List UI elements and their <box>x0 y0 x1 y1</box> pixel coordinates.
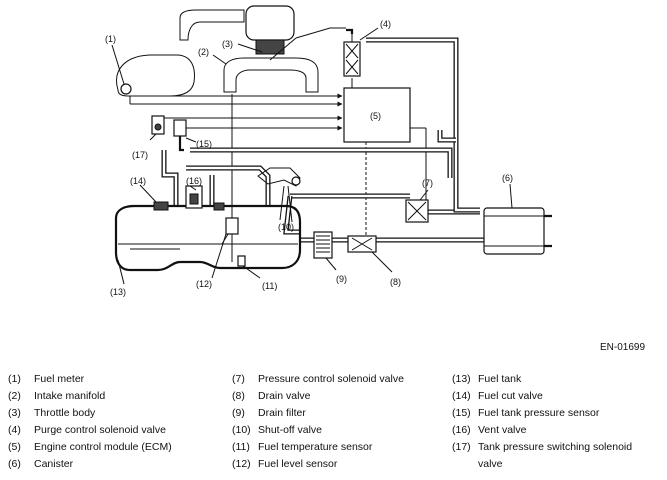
legend-number: (15) <box>452 407 471 419</box>
figure-code: EN-01699 <box>600 342 646 353</box>
legend-number: (8) <box>232 390 245 402</box>
legend-text: Fuel temperature sensor <box>258 441 373 453</box>
legend-text: Pressure control solenoid valve <box>258 373 404 385</box>
callout-6: (6) <box>502 173 513 183</box>
drain-filter <box>313 231 337 271</box>
legend-text: Engine control module (ECM) <box>34 441 172 453</box>
legend-column-3: (13) Fuel tank (14) Fuel cut valve (15) Fue… <box>452 371 657 473</box>
legend-number: (3) <box>8 407 21 419</box>
legend-item: (12) Fuel level sensor <box>232 456 452 473</box>
legend-item: (2) Intake manifold <box>8 388 223 405</box>
legend-text: Intake manifold <box>34 390 106 402</box>
legend-item: (14) Fuel cut valve <box>452 388 657 405</box>
shut-off-valve <box>257 167 301 221</box>
legend-item: (10) Shut-off valve <box>232 422 452 439</box>
evap-system-diagram: (1) (2) (3) (4) (5) (6) (7) (8) (9) (10)… <box>105 5 552 297</box>
legend-item: (3) Throttle body <box>8 405 223 422</box>
legend-item: (8) Drain valve <box>232 388 452 405</box>
callout-17: (17) <box>132 150 148 160</box>
legend-text: Drain filter <box>258 407 306 419</box>
callout-1: (1) <box>105 34 116 44</box>
fuel-tank-pressure-sensor <box>173 119 197 152</box>
legend-number: (12) <box>232 458 251 470</box>
drain-valve <box>347 235 393 273</box>
callout-12: (12) <box>196 279 212 289</box>
legend-number: (7) <box>232 373 245 385</box>
legend-item: (16) Vent valve <box>452 422 657 439</box>
callout-5: (5) <box>370 111 381 121</box>
legend-column-1: (1) Fuel meter (2) Intake manifold (3) Thro… <box>8 371 223 473</box>
legend-item: (17) Tank pressure switching solenoid val… <box>452 439 657 473</box>
callout-16: (16) <box>186 176 202 186</box>
ecm-box <box>343 87 411 143</box>
legend-text: Tank pressure switching solenoid valve <box>478 441 633 470</box>
legend-text: Purge control solenoid valve <box>34 424 166 436</box>
legend-column-2: (7) Pressure control solenoid valve (8) Dr… <box>232 371 452 473</box>
callout-8: (8) <box>390 277 401 287</box>
intake-manifold <box>179 5 346 93</box>
pressure-control-solenoid-valve <box>405 189 429 223</box>
legend-text: Drain valve <box>258 390 311 402</box>
legend-text: Shut-off valve <box>258 424 323 436</box>
purge-control-solenoid-valve <box>343 27 379 77</box>
callout-9: (9) <box>336 274 347 284</box>
callout-10: (10) <box>278 222 294 232</box>
legend-number: (16) <box>452 424 471 436</box>
legend-item: (6) Canister <box>8 456 223 473</box>
fuel-temperature-sensor <box>237 255 246 267</box>
legend-item: (1) Fuel meter <box>8 371 223 388</box>
leader-lines <box>117 184 293 285</box>
callout-14: (14) <box>130 176 146 186</box>
vent-valve <box>185 185 225 211</box>
legend-text: Canister <box>34 458 74 470</box>
legend-item: (5) Engine control module (ECM) <box>8 439 223 456</box>
canister <box>483 183 552 255</box>
legend-item: (13) Fuel tank <box>452 371 657 388</box>
legend-number: (10) <box>232 424 251 436</box>
callout-13: (13) <box>110 287 126 297</box>
legend-number: (14) <box>452 390 471 402</box>
legend-number: (5) <box>8 441 21 453</box>
legend-text: Fuel tank <box>478 373 522 385</box>
callout-4: (4) <box>380 19 391 29</box>
fuel-meter <box>111 44 195 97</box>
legend-number: (2) <box>8 390 21 402</box>
fuel-tank <box>114 204 302 272</box>
legend-text: Fuel level sensor <box>258 458 338 470</box>
legend: (1) Fuel meter (2) Intake manifold (3) Thro… <box>8 371 663 471</box>
callout-3: (3) <box>222 39 233 49</box>
callout-11: (11) <box>262 281 277 291</box>
legend-item: (9) Drain filter <box>232 405 452 422</box>
legend-text: Fuel meter <box>34 373 85 385</box>
legend-text: Fuel tank pressure sensor <box>478 407 600 419</box>
callout-2: (2) <box>198 47 209 57</box>
tank-pressure-switching-valve <box>149 115 165 141</box>
legend-number: (6) <box>8 458 21 470</box>
legend-item: (15) Fuel tank pressure sensor <box>452 405 657 422</box>
callout-15: (15) <box>196 139 212 149</box>
legend-item: (11) Fuel temperature sensor <box>232 439 452 456</box>
legend-number: (1) <box>8 373 21 385</box>
legend-number: (11) <box>232 441 250 453</box>
callout-7: (7) <box>422 178 433 188</box>
legend-text: Vent valve <box>478 424 527 436</box>
legend-number: (17) <box>452 441 471 453</box>
fuel-cut-valve <box>153 201 169 211</box>
fuel-level-sensor <box>212 217 239 245</box>
legend-text: Throttle body <box>34 407 96 419</box>
legend-text: Fuel cut valve <box>478 390 543 402</box>
legend-item: (7) Pressure control solenoid valve <box>232 371 452 388</box>
legend-number: (9) <box>232 407 245 419</box>
legend-item: (4) Purge control solenoid valve <box>8 422 223 439</box>
legend-number: (13) <box>452 373 471 385</box>
legend-number: (4) <box>8 424 21 436</box>
